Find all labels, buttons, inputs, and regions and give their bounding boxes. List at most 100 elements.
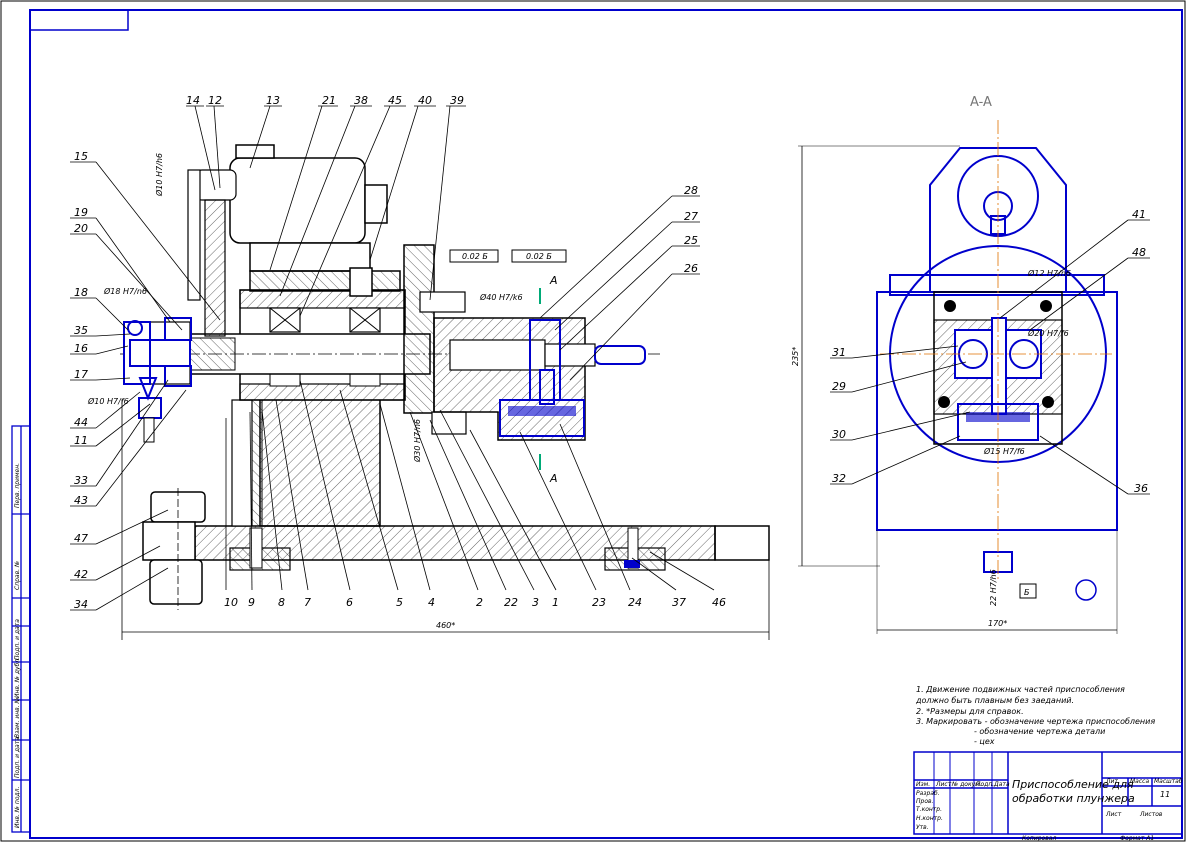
tolerance-frame-2: 0.02 Б [526,252,552,261]
callout-1: 1 [552,596,559,609]
dim-overall-length: 460* [436,621,455,630]
note-2: должно быть плавным без заеданий. [915,696,1074,705]
callout-23: 23 [592,596,606,609]
callout-48: 48 [1132,246,1146,259]
sheet-label: Лист [1105,811,1122,818]
title-block-text: Приспособление для обработки плунжера 11… [916,778,1183,842]
callout-16: 16 [74,342,88,355]
note-4: 3. Маркировать - обозначение чертежа при… [916,717,1155,726]
callout-17: 17 [74,368,88,381]
callout-39: 39 [450,94,464,107]
callout-7: 7 [304,596,311,609]
dim-d40: Ø40 H7/k6 [479,292,523,302]
col-lit: Лит. [1105,778,1120,785]
section-view: A-A Б 235* 170* Ø15 H7/ [791,95,1118,634]
row-razrab: Разраб. [916,790,940,797]
side-d: Инв. № дубл. [14,657,21,698]
callout-26: 26 [684,262,698,275]
side-strip-text: Перв. примен. Справ. № Подп. и дата Инв.… [14,463,21,828]
t-bolt [142,488,206,610]
callout-45: 45 [388,94,402,107]
title-line-1: Приспособление для [1012,778,1134,791]
tolerance-frames [449,249,567,263]
callout-15: 15 [74,150,88,163]
dim-d10b: Ø10 H7/f6 [87,396,129,406]
callout-11: 11 [74,434,88,447]
row-date: Дата [993,781,1010,788]
row-utv: Утв. [916,824,929,831]
callout-47: 47 [74,532,88,545]
main-view: 0.02 Б 0.02 Б A A 460* Ø10 H7/h6 Ø18 H7/… [87,144,770,640]
dim-d10a: Ø10 H7/h6 [154,153,164,197]
side-g: Инв. № подл. [14,787,21,828]
row-list: Лист [935,781,952,788]
callout-12: 12 [208,94,222,107]
callout-6: 6 [346,596,353,609]
callout-3: 3 [532,596,539,609]
side-c: Подп. и дата [14,619,21,660]
callout-2: 2 [476,596,483,609]
callout-41: 41 [1132,208,1146,221]
sheets-label: Листов [1139,811,1163,818]
callout-13: 13 [266,94,280,107]
copied-label: Копировал [1022,835,1056,842]
sheet-value: 11 [1160,790,1170,799]
callout-5: 5 [396,596,403,609]
fixture-body [403,244,646,441]
title-block [913,751,1183,835]
callout-30: 30 [832,428,846,441]
dim-d12: Ø12 H7/n6 [1027,268,1071,278]
callout-10: 10 [224,596,238,609]
row-prov: Пров. [916,798,934,805]
callout-40: 40 [418,94,432,107]
note-5: - обозначение чертежа детали [974,727,1105,736]
callout-28: 28 [684,184,698,197]
datum-b: Б [1024,588,1030,597]
callout-21: 21 [322,94,336,107]
callout-4: 4 [428,596,435,609]
row-nkontr: Н.контр. [916,815,943,822]
lead-screw [187,169,237,337]
callout-44: 44 [74,416,88,429]
callout-38: 38 [354,94,368,107]
callout-42: 42 [74,568,88,581]
row-doc: № докум. [951,781,982,788]
callout-33: 33 [74,474,88,487]
callout-22: 22 [504,596,518,609]
motor [229,144,401,297]
callout-14: 14 [186,94,200,107]
col-scale: Масштаб [1154,778,1183,785]
callout-36: 36 [1134,482,1148,495]
callout-18: 18 [74,286,88,299]
callout-leaders [70,105,700,611]
bottom-leaders [225,379,715,591]
technical-notes: 1. Движение подвижных частей приспособле… [915,685,1155,746]
callout-32: 32 [832,472,846,485]
tolerance-frame-1: 0.02 Б [462,252,488,261]
callout-29: 29 [832,380,846,393]
callout-20: 20 [74,222,88,235]
dim-d30: Ø30 H7/n6 [412,419,422,463]
callout-8: 8 [278,596,285,609]
callout-37: 37 [672,596,686,609]
row-sign: Подп. [976,781,994,788]
side-f: Подп. и дата [14,737,21,778]
callout-24: 24 [628,596,642,609]
dim-d18: Ø18 H7/n6 [103,286,147,296]
callout-25: 25 [684,234,698,247]
note-1: 1. Движение подвижных частей приспособле… [916,685,1125,694]
callout-numbers: 14 12 13 21 38 45 40 39 15 19 20 18 35 1… [74,94,726,611]
callout-9: 9 [248,596,255,609]
callout-27: 27 [684,210,698,223]
col-mass: Масса [1130,778,1149,785]
dim-width: 170* [988,619,1007,628]
note-6: - цех [974,737,995,746]
dim-d20: Ø20 H7/f6 [1027,328,1069,338]
section-mark-bottom: A [549,472,558,485]
callout-35: 35 [74,324,88,337]
section-leaders [830,219,1150,495]
title-line-2: обработки плунжера [1012,792,1135,805]
section-label: A-A [970,95,992,110]
section-callout-numbers: 41 48 31 29 30 32 36 [832,208,1148,495]
